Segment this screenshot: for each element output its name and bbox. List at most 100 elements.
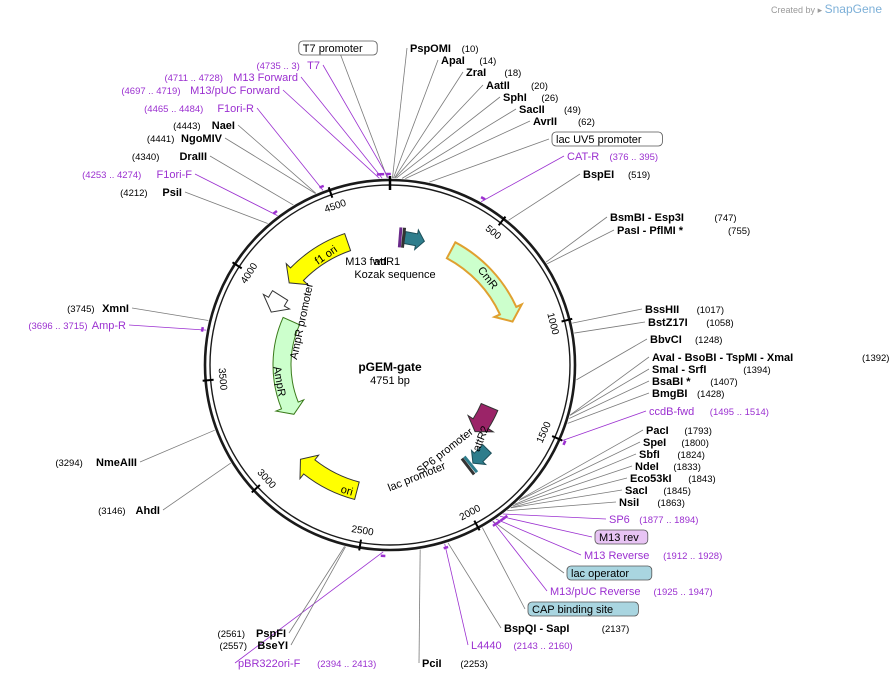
site-bmgbi[interactable]: BmgBI(1428) bbox=[652, 388, 724, 400]
feature-cmr[interactable] bbox=[445, 240, 525, 323]
site-ngomiv[interactable]: NgoMIV(4441) bbox=[147, 133, 223, 145]
site-nmeaiii-coord: (3294) bbox=[55, 458, 82, 469]
site-ahdi[interactable]: AhdI(3146) bbox=[98, 505, 160, 517]
site-labels[interactable]: T7 promoter PspOMI(10)ApaI(14)ZraI(18)Aat… bbox=[28, 40, 889, 670]
site-pbr322ori-f[interactable]: pBR322ori-F(2394 .. 2413) bbox=[238, 658, 376, 670]
site-m13-forward[interactable]: M13 Forward(4711 .. 4728) bbox=[164, 72, 298, 84]
site-t7[interactable]: T7(4735 .. 3) bbox=[256, 60, 320, 72]
site-xmni[interactable]: XmnI(3745) bbox=[67, 303, 129, 315]
snapgene-logo-icon: ▸ bbox=[817, 5, 823, 15]
site-amp-r[interactable]: Amp-R(3696 .. 3715) bbox=[28, 320, 126, 332]
site-sbfi[interactable]: SbfI(1824) bbox=[639, 449, 705, 461]
primer-mark bbox=[480, 196, 486, 201]
feature-label-ampr: AmpR bbox=[270, 365, 287, 397]
site-bsshii-coord: (1017) bbox=[697, 305, 724, 316]
site-naei[interactable]: NaeI(4443) bbox=[173, 120, 235, 132]
site-sp6[interactable]: SP6(1877 .. 1894) bbox=[609, 514, 698, 526]
feature-ampr-promoter[interactable] bbox=[262, 289, 292, 313]
site-bsmbi-esp3i-name: BsmBI - Esp3I bbox=[610, 212, 684, 224]
site-m13-rev[interactable]: M13 rev bbox=[594, 529, 649, 545]
site-pspfi-name: PspFI bbox=[256, 628, 286, 640]
primer-mark bbox=[200, 326, 205, 332]
site-smai-srfi[interactable]: SmaI - SrfI(1394) bbox=[652, 364, 771, 376]
site-zrai-coord: (18) bbox=[504, 68, 521, 79]
site-apai[interactable]: ApaI(14) bbox=[441, 55, 496, 67]
site-avrii[interactable]: AvrII(62) bbox=[533, 116, 595, 128]
site-saci[interactable]: SacI(1845) bbox=[625, 485, 691, 497]
site-bmgbi-name: BmgBI bbox=[652, 388, 687, 400]
leader-line bbox=[569, 368, 650, 416]
site-ahdi-coord: (3146) bbox=[98, 506, 125, 517]
leader-line bbox=[429, 138, 550, 183]
tick-label: 3500 bbox=[216, 368, 229, 392]
tick-mark bbox=[473, 520, 481, 531]
site-t7-promoter[interactable]: T7 promoter bbox=[298, 40, 378, 56]
site-spei[interactable]: SpeI(1800) bbox=[643, 437, 709, 449]
site-nmeaiii[interactable]: NmeAIII(3294) bbox=[55, 457, 137, 469]
leader-line bbox=[234, 551, 384, 664]
site-bsmbi-esp3i-coord: (747) bbox=[714, 213, 736, 224]
site-bsmbi-esp3i[interactable]: BsmBI - Esp3I (747) bbox=[610, 212, 737, 224]
site-cap-binding-site[interactable]: CAP binding site bbox=[527, 601, 639, 617]
feature-attr1[interactable] bbox=[403, 228, 426, 251]
site-lac-uv5-promoter[interactable]: lac UV5 promoter bbox=[551, 131, 663, 147]
site-avai-bsobi-tspmi-xmai[interactable]: AvaI - BsoBI - TspMI - XmaI(1392) bbox=[652, 352, 889, 364]
feature-ccdb[interactable] bbox=[466, 402, 499, 433]
feature-ori[interactable] bbox=[299, 454, 360, 501]
site-bsshii[interactable]: BssHII (1017) bbox=[645, 304, 724, 316]
site-ccdb-fwd[interactable]: ccdB-fwd(1495 .. 1514) bbox=[649, 406, 769, 418]
site-ndei[interactable]: NdeI(1833) bbox=[635, 461, 701, 473]
primer-mark bbox=[499, 517, 505, 522]
site-nsii[interactable]: NsiI(1863) bbox=[619, 497, 685, 509]
leader-line bbox=[547, 229, 615, 265]
site-xmni-coord: (3745) bbox=[67, 304, 94, 315]
site-bbvci[interactable]: BbvCI(1248) bbox=[650, 334, 722, 346]
site-paci-coord: (1793) bbox=[684, 426, 711, 437]
site-draiii[interactable]: DraIII(4340) bbox=[132, 151, 207, 163]
site-bseyi[interactable]: BseYI(2557) bbox=[220, 640, 288, 652]
site-sphi[interactable]: SphI(26) bbox=[503, 92, 558, 104]
site-sacii[interactable]: SacII(49) bbox=[519, 104, 581, 116]
tick-mark bbox=[561, 317, 573, 323]
snapgene-credit: Created by ▸ SnapGene bbox=[771, 2, 882, 16]
site-bspei[interactable]: BspEI(519) bbox=[583, 169, 650, 181]
site-f1ori-f[interactable]: F1ori-F(4253 .. 4274) bbox=[82, 169, 192, 181]
site-l4440[interactable]: L4440(2143 .. 2160) bbox=[471, 640, 573, 652]
site-paci[interactable]: PacI(1793) bbox=[646, 425, 712, 437]
site-pcii[interactable]: PciI(2253) bbox=[422, 658, 488, 670]
leader-line bbox=[510, 489, 623, 509]
site-pspfi[interactable]: PspFI(2561) bbox=[218, 628, 286, 640]
site-bspei-coord: (519) bbox=[628, 170, 650, 181]
site-bspqi-sapi[interactable]: BspQI - SapI(2137) bbox=[504, 623, 629, 635]
leader-line bbox=[447, 542, 502, 629]
site-pasi-pflmi[interactable]: PasI - PflMI *(755) bbox=[617, 225, 750, 237]
site-bseyi-name: BseYI bbox=[257, 640, 288, 652]
site-f1ori-r[interactable]: F1ori-R(4465 .. 4484) bbox=[144, 103, 254, 115]
site-psii[interactable]: PsiI(4212) bbox=[120, 187, 182, 199]
tick-label: 2500 bbox=[351, 524, 375, 539]
feature-attr2[interactable] bbox=[466, 442, 494, 470]
site-lac-operator-box bbox=[566, 565, 653, 581]
site-m13-reverse[interactable]: M13 Reverse(1912 .. 1928) bbox=[584, 550, 722, 562]
leader-line bbox=[560, 410, 647, 442]
site-m13-puc-forward-name: M13/pUC Forward bbox=[190, 85, 280, 97]
site-m13-puc-forward[interactable]: M13/pUC Forward(4697 .. 4719) bbox=[121, 85, 280, 97]
tick-label: 1000 bbox=[544, 312, 560, 337]
site-eco53ki[interactable]: Eco53kI(1843) bbox=[630, 473, 716, 485]
site-bsabi[interactable]: BsaBI *(1407) bbox=[652, 376, 738, 388]
site-cap-binding-site-name: CAP binding site bbox=[532, 604, 613, 616]
tick-label: 4500 bbox=[323, 198, 348, 216]
site-zrai[interactable]: ZraI(18) bbox=[466, 67, 521, 79]
site-m13-puc-reverse[interactable]: M13/pUC Reverse(1925 .. 1947) bbox=[550, 586, 713, 598]
site-aatii[interactable]: AatII(20) bbox=[486, 80, 548, 92]
site-bsshii-name: BssHII bbox=[645, 304, 679, 316]
site-cat-r[interactable]: CAT-R(376 .. 395) bbox=[567, 151, 658, 163]
site-spei-coord: (1800) bbox=[681, 438, 708, 449]
site-lac-operator[interactable]: lac operator bbox=[566, 565, 653, 581]
mcs-mark bbox=[397, 227, 403, 248]
site-bstz17i[interactable]: BstZ17I(1058) bbox=[648, 317, 734, 329]
site-saci-coord: (1845) bbox=[663, 486, 690, 497]
feature-ampr[interactable] bbox=[272, 316, 306, 415]
site-pspomi[interactable]: PspOMI(10) bbox=[410, 43, 479, 55]
feature-f1-ori[interactable] bbox=[285, 232, 352, 286]
